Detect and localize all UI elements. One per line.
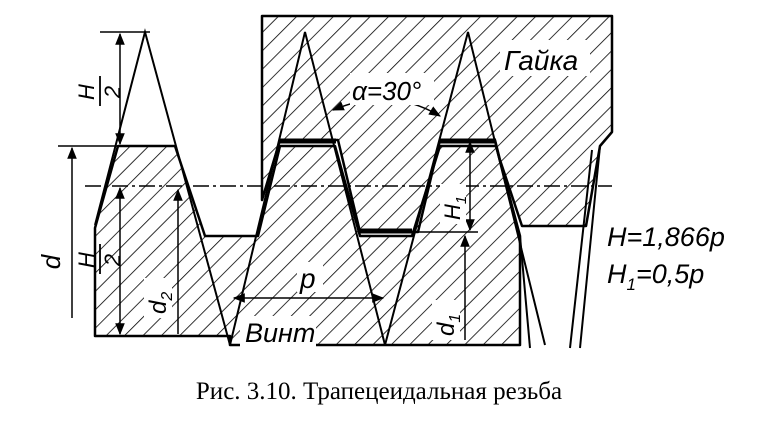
formula-h1: H1=0,5p [607, 259, 704, 294]
svg-text:d1: d1 [433, 314, 464, 336]
angle-label-bg [350, 73, 434, 105]
nut-edge-right [569, 145, 601, 349]
figure-caption: Рис. 3.10. Трапецеидальная резьба [195, 378, 563, 405]
screw-body [93, 144, 522, 347]
d1-label: d1 [432, 300, 464, 340]
h1-label: H1 [440, 184, 470, 224]
triangle-line-3 [384, 31, 546, 346]
nut-label: Гайка [504, 45, 578, 76]
svg-text:d: d [36, 253, 66, 269]
svg-text:H1: H1 [440, 196, 470, 220]
half-h-top-label: H 2 [74, 76, 125, 106]
formula-h: H=1,866p [607, 222, 725, 252]
screw-edge-right [519, 235, 531, 349]
half-h-bottom-label: H 2 [74, 244, 125, 274]
svg-text:2: 2 [100, 254, 125, 267]
triangle-line-2 [229, 31, 386, 346]
pitch-label: p [299, 263, 316, 294]
d2-label: d2 [144, 278, 176, 318]
svg-text:2: 2 [100, 86, 125, 99]
svg-text:d2: d2 [145, 292, 176, 314]
svg-text:H: H [74, 84, 99, 100]
nut-label-bg [500, 40, 590, 76]
d-label: d [36, 253, 66, 269]
p-label-bg [297, 262, 323, 292]
svg-text:H: H [74, 252, 99, 268]
screw-label: Винт [245, 318, 315, 348]
angle-label: α=30° [352, 76, 421, 106]
screw-label-bg [240, 316, 316, 348]
